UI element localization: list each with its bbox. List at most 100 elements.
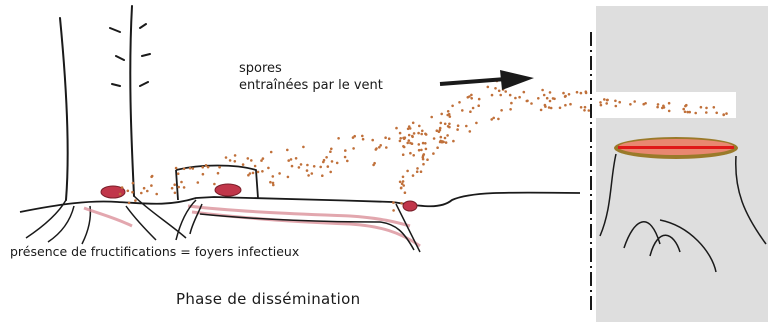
fruiting-body-root: [403, 201, 417, 211]
spore-dot: [213, 183, 216, 186]
spore-dot: [564, 95, 567, 98]
spore-dot: [446, 114, 449, 117]
spore-dot: [267, 167, 270, 170]
spore-dot: [487, 86, 490, 89]
spore-dot: [518, 96, 521, 99]
spore-dot: [197, 181, 200, 184]
diagram-title: Phase de dissémination: [176, 290, 360, 308]
stump-cap-band: [618, 146, 734, 149]
spore-dot: [436, 146, 439, 149]
spore-dot: [331, 160, 334, 163]
spore-dot: [402, 176, 405, 179]
spore-dot: [257, 171, 260, 174]
spore-dot: [392, 209, 395, 212]
spore-dot: [475, 122, 478, 125]
spore-dot: [325, 156, 328, 159]
spore-dot: [605, 102, 608, 105]
spore-dot: [416, 167, 419, 170]
spore-dot: [395, 127, 398, 130]
spore-dot: [298, 166, 301, 169]
spore-dot: [523, 91, 526, 94]
spore-dot: [425, 148, 428, 151]
spore-dot: [399, 137, 402, 140]
spore-dot: [388, 137, 391, 140]
spore-dot: [430, 116, 433, 119]
spore-dot: [217, 172, 220, 175]
spore-dot: [346, 160, 349, 163]
spore-dot: [433, 137, 436, 140]
spore-dot: [406, 170, 409, 173]
spore-dot: [127, 190, 130, 193]
spore-dot: [599, 101, 602, 104]
spore-dot: [447, 125, 450, 128]
spore-dot: [446, 134, 449, 137]
spore-dot: [155, 193, 158, 196]
spore-dot: [306, 169, 309, 172]
spore-dot: [576, 91, 579, 94]
spore-dot: [362, 138, 365, 141]
spore-dot: [544, 104, 547, 107]
spore-dot: [549, 100, 552, 103]
spore-dot: [418, 149, 421, 152]
spore-dot: [447, 110, 450, 113]
spore-dot: [189, 167, 192, 170]
spore-dot: [270, 151, 273, 154]
spore-dot: [177, 186, 180, 189]
spore-dot: [252, 172, 255, 175]
spore-dot: [583, 109, 586, 112]
spore-dot: [344, 156, 347, 159]
spore-dot: [330, 148, 333, 151]
spore-dot: [448, 123, 451, 126]
spore-dot: [526, 100, 529, 103]
spore-dot: [606, 99, 609, 102]
spore-dot: [426, 158, 429, 161]
spore-dot: [541, 89, 544, 92]
spore-dot: [440, 136, 443, 139]
spore-dot: [399, 140, 402, 143]
spore-dot: [618, 101, 621, 104]
spore-dot: [205, 164, 208, 167]
spore-dot: [417, 132, 420, 135]
spore-dot: [300, 163, 303, 166]
spore-dot: [662, 105, 665, 108]
spore-dot: [399, 132, 402, 135]
spore-dot: [234, 154, 237, 157]
spore-dot: [229, 159, 232, 162]
scene-stump: [176, 166, 258, 201]
spore-dot: [614, 100, 617, 103]
spore-dot: [261, 170, 264, 173]
spore-dot: [420, 149, 423, 152]
spore-dot: [440, 113, 443, 116]
spore-dot: [247, 157, 250, 160]
spore-dot: [444, 123, 447, 126]
spore-dot: [559, 107, 562, 110]
spore-dot: [420, 133, 423, 136]
spore-dot: [262, 157, 265, 160]
spore-dot: [458, 101, 461, 104]
spore-dot: [452, 140, 455, 143]
spore-dot: [254, 165, 257, 168]
spore-dot: [412, 174, 415, 177]
spore-dot: [291, 165, 294, 168]
spore-dot: [336, 162, 339, 165]
spore-dot: [132, 182, 135, 185]
spore-dot: [422, 163, 425, 166]
label-spores: spores: [239, 61, 282, 76]
spore-dot: [477, 104, 480, 107]
spore-dot: [537, 97, 540, 100]
spore-dot: [385, 146, 388, 149]
spore-dot: [509, 94, 512, 97]
spore-dot: [432, 152, 435, 155]
spore-dot: [449, 115, 452, 118]
root-tint: [84, 206, 420, 246]
spore-dot: [402, 180, 405, 183]
spore-dot: [225, 156, 228, 159]
spore-dot: [408, 134, 411, 137]
spore-dot: [500, 109, 503, 112]
spore-dot: [234, 160, 237, 163]
spore-dot: [656, 106, 659, 109]
spore-dot: [424, 142, 427, 145]
spore-dot: [465, 125, 468, 128]
spore-dot: [302, 146, 305, 149]
